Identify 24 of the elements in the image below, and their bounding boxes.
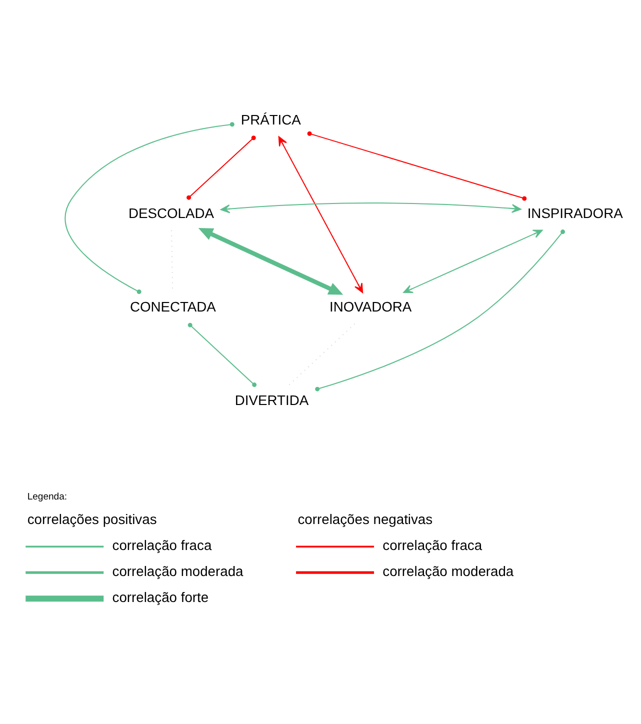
legend-label: correlação fraca	[382, 536, 482, 553]
legend-label: correlação moderada	[112, 562, 244, 579]
connector	[307, 131, 527, 201]
connector	[186, 136, 256, 200]
node-text: INOVADORA	[329, 298, 412, 315]
arrow	[198, 228, 344, 295]
node-text: DIVERTIDA	[234, 392, 309, 408]
node-text: CONECTADA	[130, 298, 216, 315]
connector	[188, 322, 257, 388]
connector	[288, 324, 356, 386]
node-text: INSPIRADORA	[527, 204, 623, 221]
node-text: PRÁTICA	[240, 111, 301, 128]
legend-label: correlação moderada	[382, 562, 514, 579]
legend-label: correlação fraca	[112, 536, 212, 553]
label: correlações negativas	[298, 510, 433, 527]
connector	[64, 122, 234, 294]
connector	[315, 230, 566, 392]
label: correlações positivas	[27, 510, 157, 527]
label: Legenda:	[27, 492, 68, 503]
arrow	[220, 202, 522, 214]
node-text: DESCOLADA	[128, 204, 214, 221]
arrow	[278, 136, 364, 293]
legend-label: correlação forte	[112, 588, 209, 605]
arrow	[403, 230, 543, 294]
